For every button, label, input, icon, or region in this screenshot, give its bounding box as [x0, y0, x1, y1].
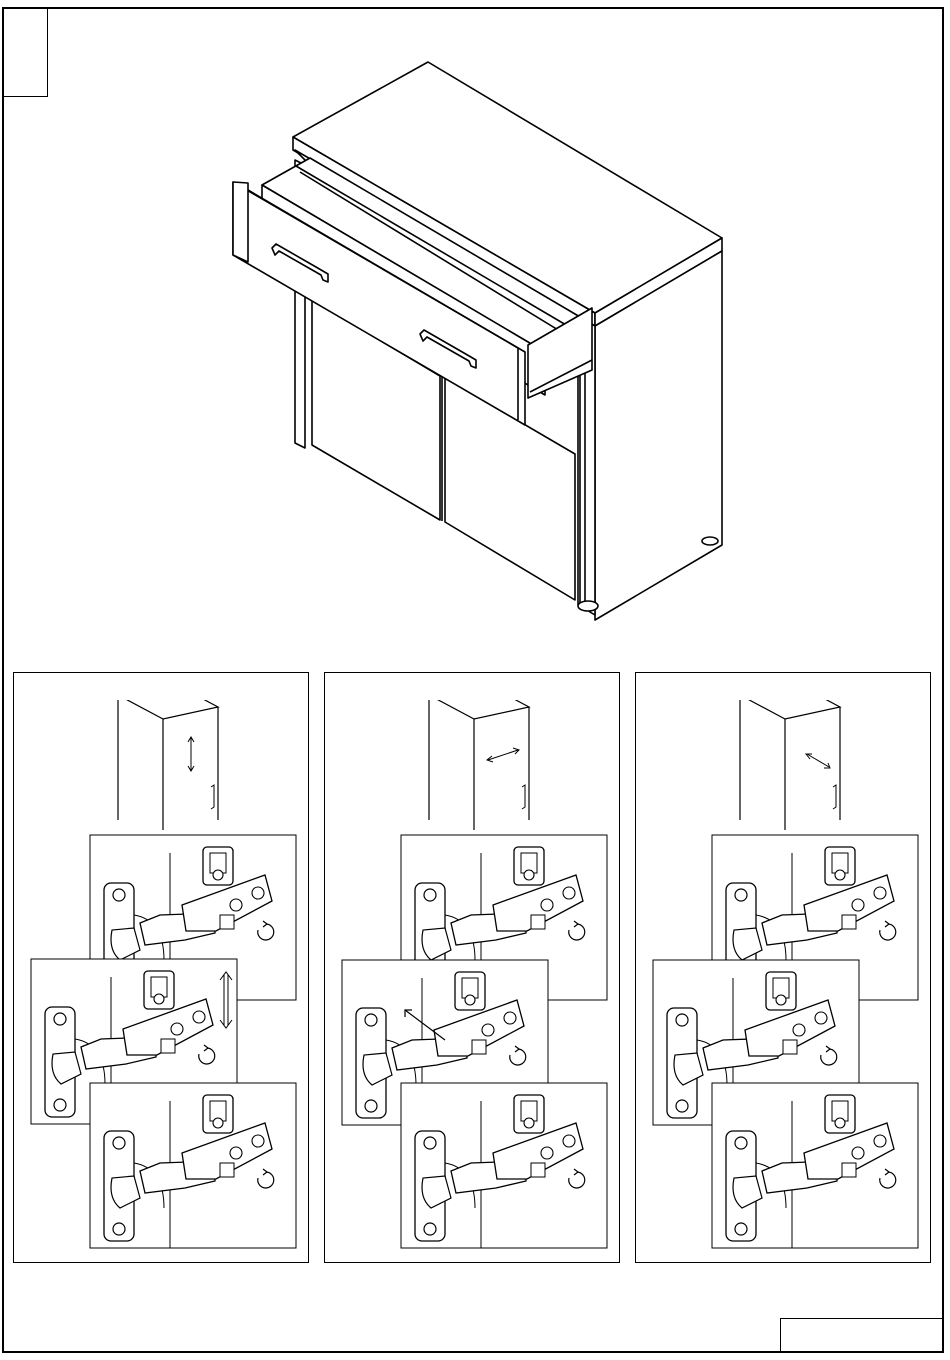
cabinet-illustration	[0, 0, 950, 660]
foot-icon	[578, 601, 598, 611]
diagonal-arrow-icon	[806, 754, 830, 768]
adjustment-illustrations	[0, 700, 950, 1360]
horizontal-arrow-icon	[487, 748, 519, 762]
vertical-arrow-icon	[188, 737, 194, 771]
